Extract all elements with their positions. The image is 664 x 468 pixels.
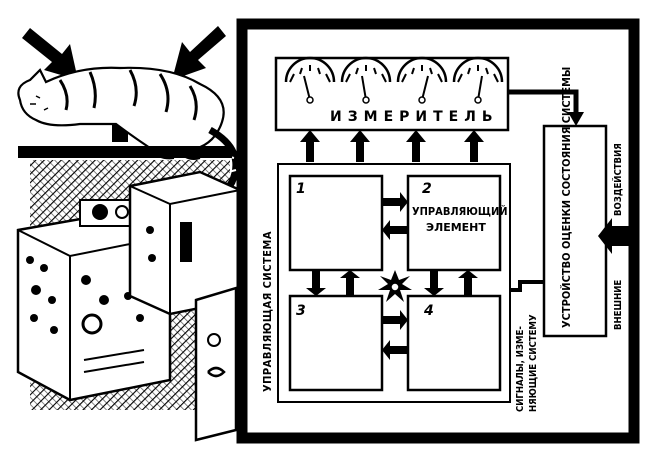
block-2-number: 2	[422, 181, 432, 197]
apparatus-right	[194, 286, 238, 442]
cat-body	[17, 66, 225, 152]
signals-label-line1: СИГНАЛЫ, ИЗМЕ-	[515, 326, 526, 412]
interblock-arrows	[306, 192, 478, 360]
block-3	[288, 294, 384, 392]
block-1	[288, 174, 384, 272]
cat-illustration	[16, 26, 242, 442]
meter-input-arrows	[300, 130, 484, 162]
arrow-down-right-icon	[172, 26, 226, 80]
gauge-3-icon	[396, 56, 448, 104]
gauge-2-icon	[340, 56, 392, 104]
external-influence-label-2: ВОЗДЕЙСТВИЯ	[613, 143, 624, 216]
gauges	[284, 56, 504, 104]
external-influence-arrow-icon	[598, 218, 636, 254]
external-influence-label-1: ВНЕШНИЕ	[613, 279, 624, 330]
control-system-frame	[277, 163, 511, 403]
meter-to-evaluator-line	[508, 89, 579, 114]
block-4	[406, 294, 502, 392]
signals-label-line2: НЯЮЩИЕ СИСТЕМУ	[528, 314, 539, 412]
evaluator-box	[542, 124, 608, 338]
block-2	[406, 174, 502, 272]
controlled-system-label: УПРАВЛЯЮЩАЯ СИСТЕМА	[261, 231, 274, 392]
central-junction-icon	[378, 270, 412, 302]
block-3-number: 3	[296, 303, 306, 319]
meter-label: ИЗМЕРИТЕЛЬ	[330, 109, 499, 125]
arrow-down-left-icon	[22, 28, 78, 80]
block-4-number: 4	[424, 303, 434, 319]
gauge-1-icon	[284, 56, 336, 104]
evaluator-label: УСТРОЙСТВО ОЦЕНКИ СОСТОЯНИЯ СИСТЕМЫ	[560, 66, 573, 328]
gauge-4-icon	[452, 56, 504, 104]
shelf	[18, 146, 232, 158]
block-1-number: 1	[296, 181, 306, 197]
evaluator-to-system-line	[510, 280, 544, 292]
block-2-caption-line2: ЭЛЕМЕНТ	[426, 221, 486, 234]
block-2-caption-line1: УПРАВЛЯЮЩИЙ	[412, 205, 508, 218]
